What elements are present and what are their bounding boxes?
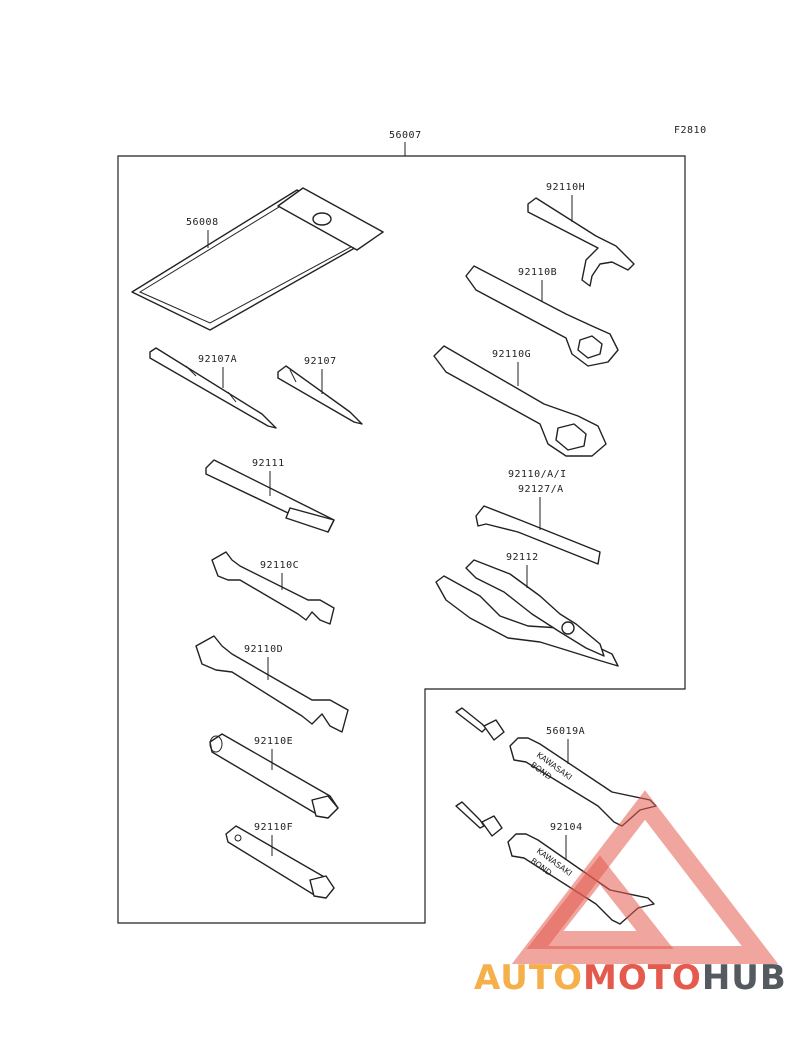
label-wrench-c: 92110C	[260, 560, 299, 571]
label-pouch: 56008	[186, 217, 219, 228]
ring-spanner-icon	[465, 265, 619, 367]
open-end-wrench-icon	[211, 551, 335, 625]
ring-spanner-icon	[433, 345, 607, 457]
box-socket-wrench-icon	[225, 825, 335, 899]
watermark-text: AUTOMOTOHUB	[474, 958, 787, 998]
label-socket-e: 92110E	[254, 736, 293, 747]
label-bond-a: 56019A	[546, 726, 585, 737]
label-ring-b: 92110B	[518, 267, 557, 278]
open-end-wrench-icon	[195, 635, 349, 733]
screwdriver-icon	[277, 365, 363, 425]
screwdriver-bit-icon	[149, 347, 277, 429]
watermark-part-hub: HUB	[701, 958, 787, 998]
watermark-part-moto: MOTO	[582, 958, 702, 998]
pliers-icon	[435, 559, 619, 667]
tool-pouch-icon	[131, 187, 384, 331]
triangle-logo-icon	[511, 790, 779, 964]
label-hook-h: 92110H	[546, 182, 585, 193]
label-screwdriver: 92107	[304, 356, 337, 367]
label-pliers: 92112	[506, 552, 539, 563]
label-wrench-d: 92110D	[244, 644, 283, 655]
watermark-part-auto: AUTO	[474, 958, 583, 998]
label-socket-f: 92110F	[254, 822, 293, 833]
label-ring-g: 92110G	[492, 349, 531, 360]
figure-code: F2810	[674, 125, 707, 136]
kit-frame	[117, 155, 686, 924]
hex-key-icon	[475, 505, 601, 565]
label-screwdriver-a: 92107A	[198, 354, 237, 365]
label-handle: 92111	[252, 458, 285, 469]
label-bond-b: 92104	[550, 822, 583, 833]
label-hex-key: 92110/A/I	[508, 469, 567, 480]
label-hex-key-2: 92127/A	[518, 484, 564, 495]
box-socket-wrench-icon	[209, 733, 339, 819]
assembly-label: 56007	[389, 130, 422, 141]
hook-spanner-icon	[527, 197, 635, 287]
